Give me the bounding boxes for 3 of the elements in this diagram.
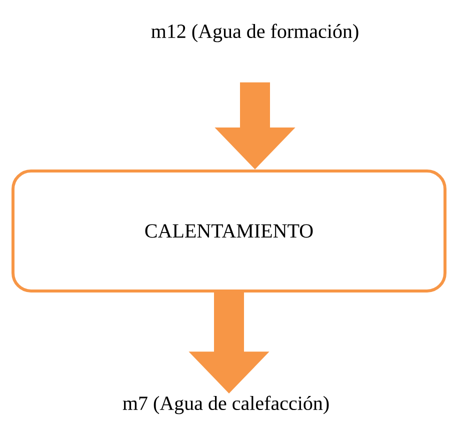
flow-label: m7 (Agua de calefacción) <box>122 396 329 414</box>
flow-label: m12 (Agua de formación) <box>151 24 358 42</box>
process-box: CALENTAMIENTO <box>12 170 446 292</box>
